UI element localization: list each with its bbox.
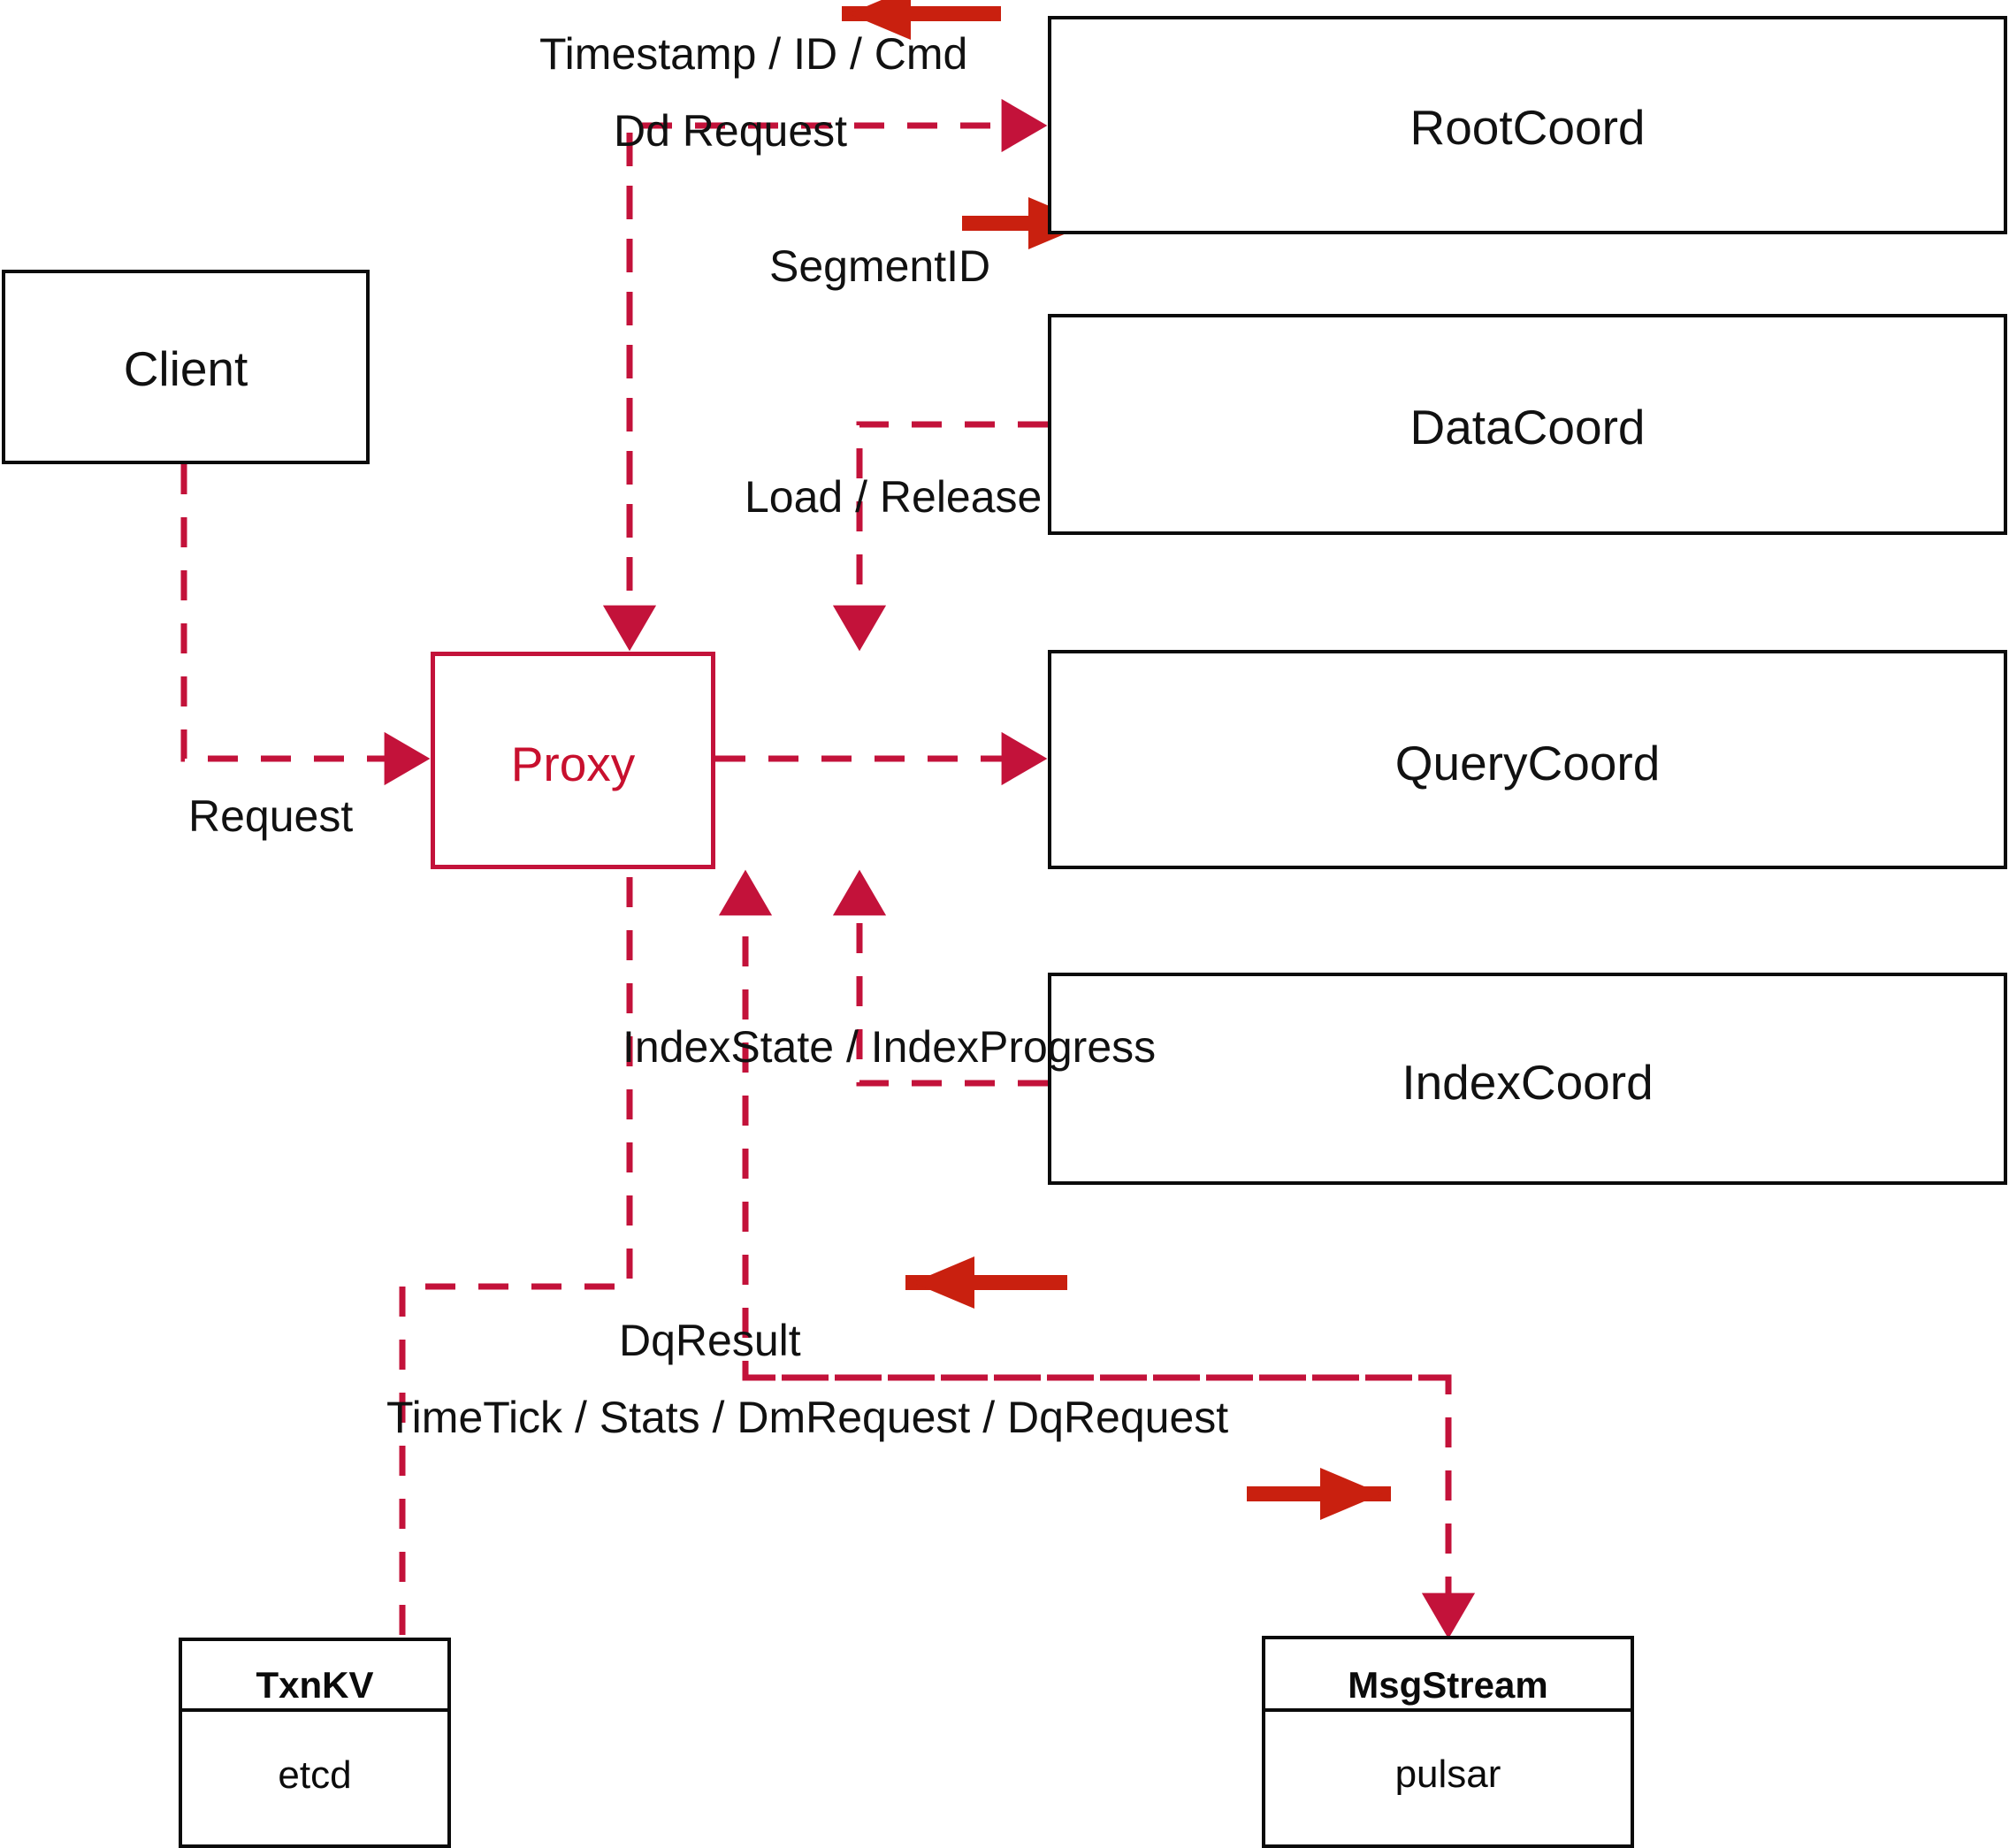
arrow-right-timetick — [1247, 1468, 1391, 1520]
edge-label-index-state-progress: IndexState / IndexProgress — [623, 1022, 1157, 1072]
node-txnkv-body: etcd — [278, 1753, 352, 1797]
edge-label-timestamp-id-cmd: Timestamp / ID / Cmd — [539, 29, 968, 79]
node-txnkv[interactable]: TxnKV etcd — [179, 1638, 451, 1848]
node-msgstream[interactable]: MsgStream pulsar — [1262, 1636, 1634, 1848]
node-client[interactable]: Client — [2, 270, 370, 464]
node-rootcoord-label: RootCoord — [1409, 100, 1646, 155]
edge-label-dd-request: Dd Request — [614, 106, 848, 156]
arrow-left-dqresult — [905, 1256, 1067, 1309]
edge-datacoord-to-proxy — [832, 421, 1048, 652]
node-txnkv-divider — [182, 1708, 447, 1712]
node-msgstream-title: MsgStream — [1348, 1664, 1548, 1706]
node-querycoord-label: QueryCoord — [1394, 736, 1661, 790]
node-indexcoord[interactable]: IndexCoord — [1048, 973, 2007, 1185]
edge-proxy-to-txnkv — [399, 877, 633, 1638]
edge-indexcoord-to-proxy — [832, 869, 1048, 1087]
node-querycoord[interactable]: QueryCoord — [1048, 650, 2007, 869]
node-msgstream-divider — [1265, 1708, 1631, 1712]
node-proxy[interactable]: Proxy — [431, 652, 715, 869]
edge-proxy-to-msgstream — [745, 1374, 1476, 1639]
edge-label-request: Request — [188, 791, 354, 841]
node-rootcoord[interactable]: RootCoord — [1048, 16, 2007, 234]
node-indexcoord-label: IndexCoord — [1402, 1055, 1654, 1110]
edge-label-timetick-stats: TimeTick / Stats / DmRequest / DqRequest — [386, 1393, 1229, 1442]
node-txnkv-title: TxnKV — [256, 1664, 374, 1706]
node-msgstream-body: pulsar — [1394, 1753, 1501, 1796]
edge-label-dq-result: DqResult — [619, 1316, 801, 1365]
node-client-label: Client — [123, 341, 248, 396]
node-datacoord[interactable]: DataCoord — [1048, 314, 2007, 535]
node-datacoord-label: DataCoord — [1409, 400, 1646, 454]
edge-label-segment-id: SegmentID — [769, 241, 991, 291]
arrow-left-timestamp — [842, 0, 1001, 40]
edge-client-to-proxy — [180, 464, 431, 786]
node-proxy-label: Proxy — [510, 737, 636, 791]
edge-label-load-release: Load / Release — [745, 472, 1043, 522]
